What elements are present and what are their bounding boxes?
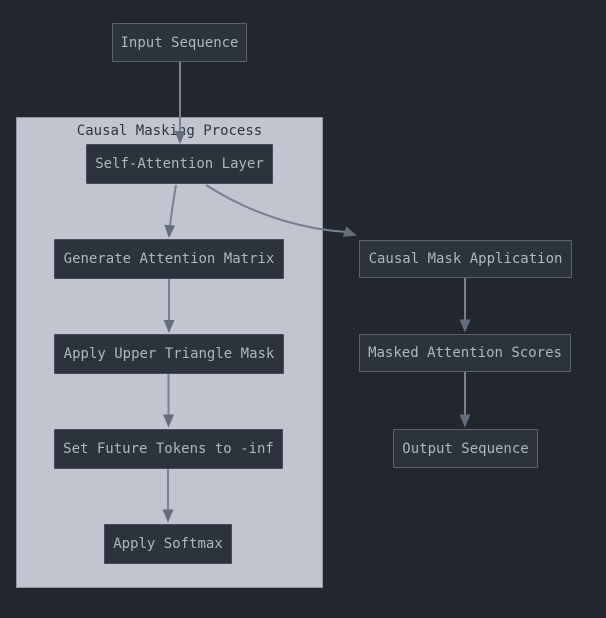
- cluster-label: Causal Masking Process: [76, 123, 263, 139]
- node-input-sequence: Input Sequence: [112, 23, 247, 62]
- node-output-sequence: Output Sequence: [393, 429, 538, 468]
- node-causal-mask-application: Causal Mask Application: [359, 240, 572, 278]
- node-generate-attention-matrix: Generate Attention Matrix: [54, 239, 284, 279]
- node-apply-softmax: Apply Softmax: [104, 524, 232, 564]
- node-input-sequence-label: Input Sequence: [120, 34, 239, 51]
- node-masked-attention-scores: Masked Attention Scores: [359, 334, 571, 372]
- node-self-attention-layer: Self-Attention Layer: [86, 144, 273, 184]
- node-set-future-tokens-label: Set Future Tokens to -inf: [63, 441, 274, 457]
- node-output-sequence-label: Output Sequence: [402, 440, 529, 457]
- node-generate-attention-matrix-label: Generate Attention Matrix: [63, 251, 275, 267]
- node-apply-upper-triangle-mask-label: Apply Upper Triangle Mask: [63, 346, 275, 362]
- node-self-attention-layer-label: Self-Attention Layer: [95, 156, 264, 172]
- node-apply-softmax-label: Apply Softmax: [113, 536, 223, 552]
- node-apply-upper-triangle-mask: Apply Upper Triangle Mask: [54, 334, 284, 374]
- node-masked-attention-scores-label: Masked Attention Scores: [368, 345, 562, 361]
- node-causal-mask-application-label: Causal Mask Application: [368, 251, 563, 267]
- node-set-future-tokens: Set Future Tokens to -inf: [54, 429, 283, 469]
